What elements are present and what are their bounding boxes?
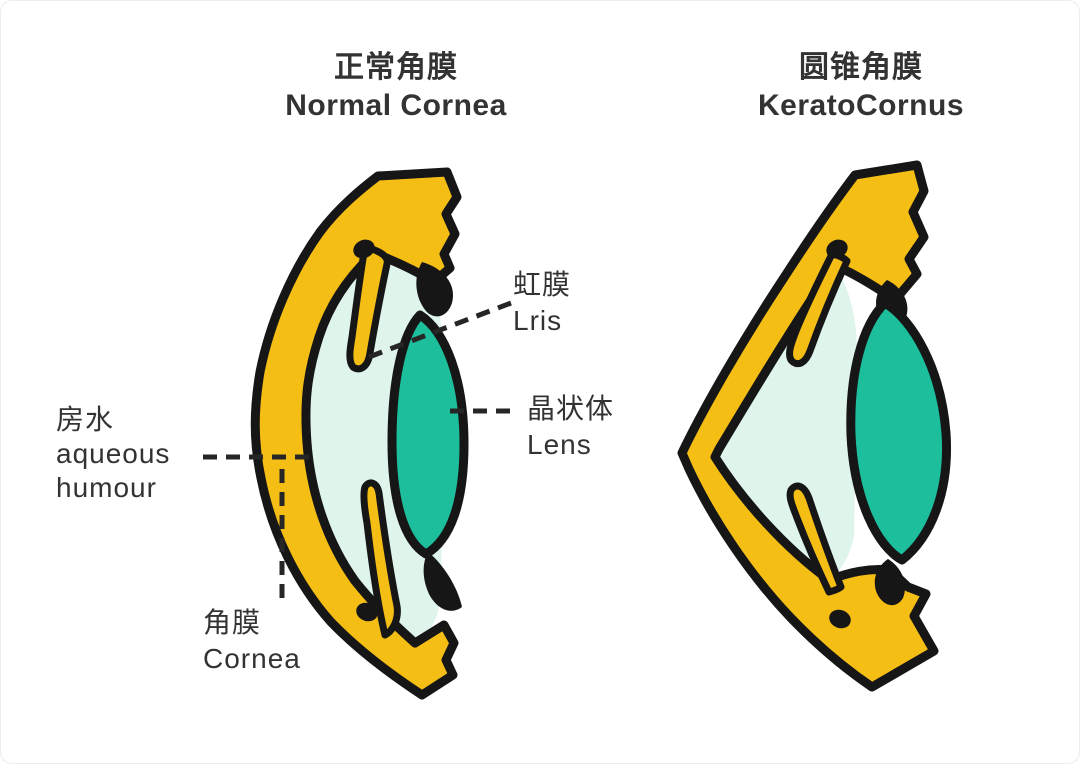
- normal-iris-lower-flap: [360, 479, 401, 639]
- normal-sclera-cornea-band: [250, 167, 462, 700]
- normal-cornea-title: 正常角膜 Normal Cornea: [236, 49, 556, 125]
- normal-lower-dot: [356, 602, 378, 622]
- keratoconus-title-en: KeratoCornus: [757, 89, 965, 122]
- leader-lines: [203, 300, 519, 603]
- iris-leader-line: [368, 300, 512, 360]
- iris-label: 虹膜 Lris: [513, 267, 571, 339]
- lens-label-zh: 晶状体: [527, 393, 615, 424]
- keratoconus-upper-dot: [826, 239, 848, 259]
- keratoconus-drawing: [677, 160, 952, 692]
- iris-label-en: Lris: [513, 305, 563, 336]
- keratoconus-iris-lower-flap: [786, 482, 845, 596]
- keratoconus-title-zh: 圆锥角膜: [799, 51, 923, 84]
- aqueous-label-zh: 房水: [56, 404, 115, 435]
- normal-upper-dot: [353, 239, 375, 259]
- normal-cornea-title-zh: 正常角膜: [334, 51, 458, 84]
- aqueous-humour-label: 房水 aqueous humour: [56, 403, 170, 505]
- lens-label-en: Lens: [527, 429, 592, 460]
- normal-lens: [387, 310, 469, 559]
- cornea-label-zh: 角膜: [203, 607, 262, 638]
- keratoconus-title: 圆锥角膜 KeratoCornus: [701, 49, 1021, 125]
- iris-label-zh: 虹膜: [513, 269, 572, 300]
- normal-cornea-title-en: Normal Cornea: [285, 89, 507, 122]
- lens-label: 晶状体 Lens: [527, 391, 614, 463]
- aqueous-label-en1: aqueous: [56, 438, 171, 469]
- normal-upper-junction: [416, 262, 454, 317]
- cornea-label-en: Cornea: [203, 643, 301, 674]
- keratoconus-lens: [846, 298, 952, 565]
- normal-iris-upper-flap: [346, 243, 391, 373]
- cornea-label: 角膜 Cornea: [203, 605, 301, 677]
- normal-lower-junction: [423, 552, 462, 611]
- keratoconus-lower-dot: [829, 609, 851, 629]
- keratoconus-lower-junction: [874, 559, 906, 606]
- normal-cornea-drawing: [250, 167, 469, 700]
- aqueous-label-en2: humour: [56, 472, 157, 503]
